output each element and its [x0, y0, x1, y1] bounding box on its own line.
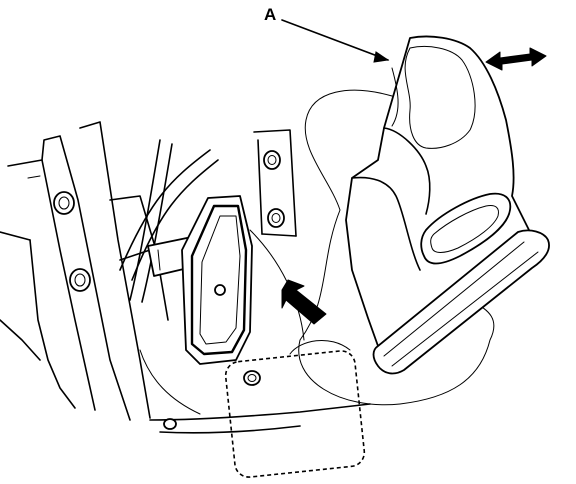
double-arrow-icon [485, 47, 547, 71]
air-duct-part [345, 35, 550, 375]
phantom-outline [298, 89, 495, 406]
insert-arrow-icon [281, 279, 327, 325]
duct-opening [181, 195, 253, 365]
body-pillar [0, 121, 169, 421]
center-pillar [253, 129, 297, 237]
callout-label-a: A [264, 5, 276, 24]
floor-panel [139, 229, 371, 434]
dashed-floor-area [224, 350, 366, 478]
callout-a: A [264, 5, 390, 63]
